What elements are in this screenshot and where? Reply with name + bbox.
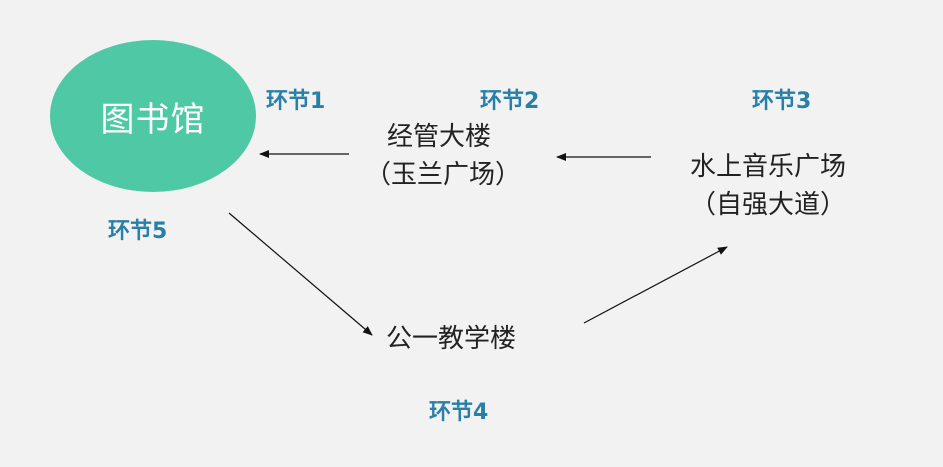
business-building-node: 经管大楼 （玉兰广场） (365, 118, 521, 194)
teaching-building-node: 公一教学楼 (386, 320, 516, 358)
teaching-building-name: 公一教学楼 (386, 324, 517, 354)
business-building-location: （玉兰广场） (365, 160, 522, 190)
stage-label-4: 环节4 (429, 400, 489, 425)
library-node: 图书馆 (50, 40, 256, 192)
music-square-location: （自强大道） (690, 190, 847, 220)
arrow-teaching-to-music (583, 246, 728, 324)
stage-label-3: 环节3 (752, 89, 812, 114)
arrow-library-to-teaching (228, 212, 373, 336)
music-square-node: 水上音乐广场 （自强大道） (690, 148, 846, 224)
stage-label-5: 环节5 (108, 219, 168, 244)
business-building-name: 经管大楼 (387, 122, 492, 152)
stage-label-2: 环节2 (480, 89, 540, 114)
stage-label-1: 环节1 (266, 89, 326, 114)
music-square-name: 水上音乐广场 (690, 152, 847, 182)
library-label: 图书馆 (100, 99, 206, 140)
